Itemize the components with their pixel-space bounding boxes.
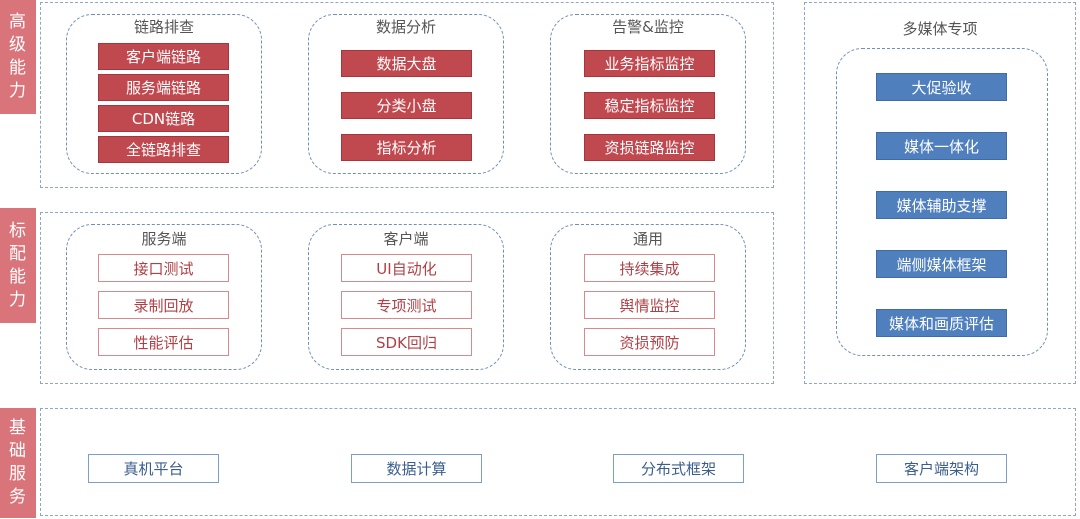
group-title-alert-monitor: 告警&监控: [612, 18, 684, 36]
item-stability-monitor: 稳定指标监控: [584, 92, 715, 119]
item-perf-eval: 性能评估: [98, 328, 229, 356]
item-ci: 持续集成: [584, 254, 715, 282]
group-client: [308, 224, 504, 370]
item-special-test: 专项测试: [341, 291, 472, 319]
item-sdk-regression: SDK回归: [341, 328, 472, 356]
item-api-test: 接口测试: [98, 254, 229, 282]
item-ui-automation: UI自动化: [341, 254, 472, 282]
media-section: [804, 2, 1076, 384]
item-device-platform: 真机平台: [88, 454, 219, 483]
layer-label-standard: 标配能力: [0, 208, 36, 323]
item-server-trace: 服务端链路: [98, 74, 229, 101]
item-distributed-framework: 分布式框架: [613, 454, 744, 483]
item-data-compute: 数据计算: [351, 454, 482, 483]
item-record-replay: 录制回放: [98, 291, 229, 319]
item-media-quality: 媒体和画质评估: [876, 309, 1007, 337]
item-client-architecture: 客户端架构: [876, 454, 1007, 483]
item-sentiment-monitor: 舆情监控: [584, 291, 715, 319]
item-loss-prevention: 资损预防: [584, 328, 715, 356]
item-loss-monitor: 资损链路监控: [584, 134, 715, 161]
advanced-section: [40, 2, 774, 188]
group-alert-monitor: [550, 14, 746, 174]
group-common: [550, 224, 746, 370]
item-media-support: 媒体辅助支撑: [876, 191, 1007, 219]
layer-label-base: 基础服务: [0, 408, 36, 518]
group-data-analysis: [308, 14, 504, 174]
item-cdn-trace: CDN链路: [98, 105, 229, 132]
item-promo-acceptance: 大促验收: [876, 73, 1007, 101]
base-section: [40, 408, 1076, 516]
group-title-server: 服务端: [141, 230, 187, 248]
item-client-trace: 客户端链路: [98, 43, 229, 70]
group-server: [66, 224, 262, 370]
media-title: 多媒体专项: [902, 20, 978, 38]
standard-section: [40, 212, 774, 384]
item-metric-analysis: 指标分析: [341, 134, 472, 161]
media-group: [836, 48, 1048, 356]
item-media-integration: 媒体一体化: [876, 132, 1007, 160]
item-media-framework: 端侧媒体框架: [876, 250, 1007, 278]
group-title-trace: 链路排查: [133, 18, 194, 36]
item-category-dashboard: 分类小盘: [341, 92, 472, 119]
group-title-data-analysis: 数据分析: [375, 18, 436, 36]
item-full-trace: 全链路排查: [98, 136, 229, 163]
group-title-client: 客户端: [383, 230, 429, 248]
group-title-common: 通用: [632, 230, 663, 248]
group-trace: [66, 14, 262, 174]
layer-label-advanced: 高级能力: [0, 0, 36, 114]
item-business-monitor: 业务指标监控: [584, 50, 715, 77]
item-data-dashboard: 数据大盘: [341, 50, 472, 77]
